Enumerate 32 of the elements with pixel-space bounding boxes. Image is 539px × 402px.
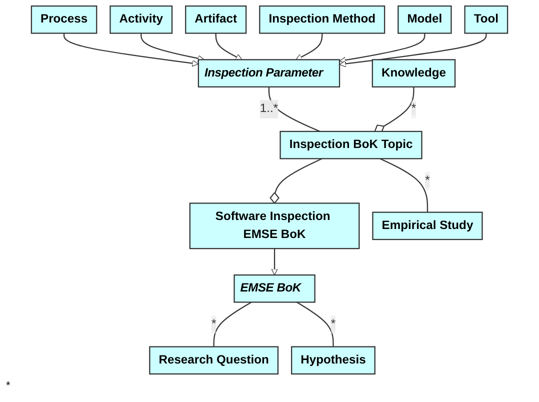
generalization-arrow	[339, 33, 426, 64]
class-box: Artifact	[185, 5, 247, 34]
multiplicity-label: 1..*	[260, 100, 278, 118]
association-line	[268, 86, 320, 132]
multiplicity-label: *	[6, 380, 10, 392]
aggregation-line	[270, 158, 322, 204]
class-box: Model	[398, 5, 452, 34]
generalization-arrow	[63, 33, 199, 67]
association-line	[213, 302, 252, 347]
class-box: Inspection Method	[259, 5, 386, 34]
multiplicity-label: *	[425, 172, 430, 190]
class-box: Inspection BoK Topic	[280, 130, 422, 160]
association-line	[296, 302, 334, 347]
class-box: Inspection Parameter	[198, 59, 340, 88]
association-line	[380, 158, 428, 212]
class-box: Software Inspection EMSE BoK	[189, 202, 360, 250]
generalization-arrow	[296, 33, 323, 60]
generalization-arrow	[140, 33, 204, 62]
multiplicity-label: *	[211, 315, 216, 334]
generalization-arrow	[339, 33, 487, 68]
generalization-arrow	[215, 33, 242, 60]
generalization-arrow	[271, 248, 278, 276]
multiplicity-label: *	[411, 100, 416, 118]
class-box: Hypothesis	[291, 346, 376, 375]
multiplicity-label: *	[330, 315, 336, 334]
class-box: Research Question	[149, 346, 279, 375]
class-box: EMSE BoK	[234, 274, 316, 303]
class-box: Process	[30, 5, 98, 34]
class-box: Knowledge	[372, 59, 456, 88]
class-box: Activity	[110, 5, 173, 34]
class-box: Tool	[464, 5, 508, 34]
class-box: Empirical Study	[372, 212, 483, 240]
